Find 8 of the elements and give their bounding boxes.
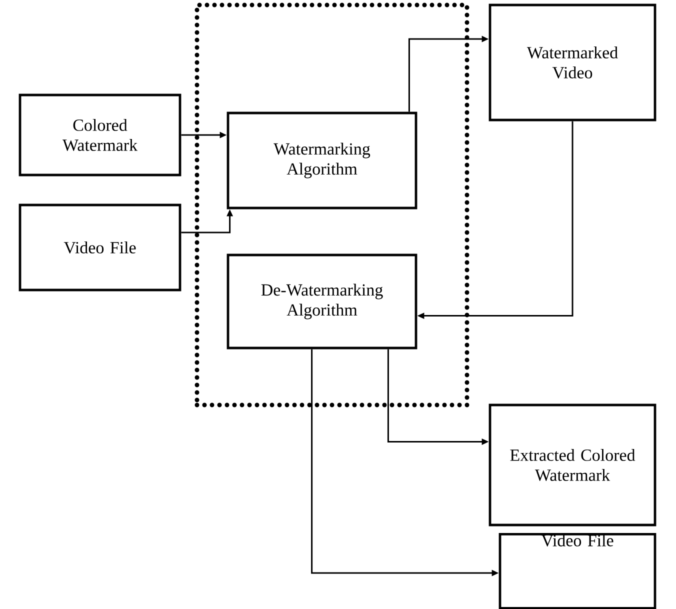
process-box: Video File [18, 204, 182, 292]
process-box: De-Watermarking Algorithm [226, 254, 418, 350]
process-box: Extracted Colored Watermark [488, 404, 656, 526]
process-box: Watermarking Algorithm [226, 112, 418, 210]
dotted-boundary [194, 2, 470, 408]
process-box: Colored Watermark [18, 94, 182, 176]
process-box: Video File [498, 533, 656, 609]
process-box: Watermarked Video [488, 4, 656, 122]
